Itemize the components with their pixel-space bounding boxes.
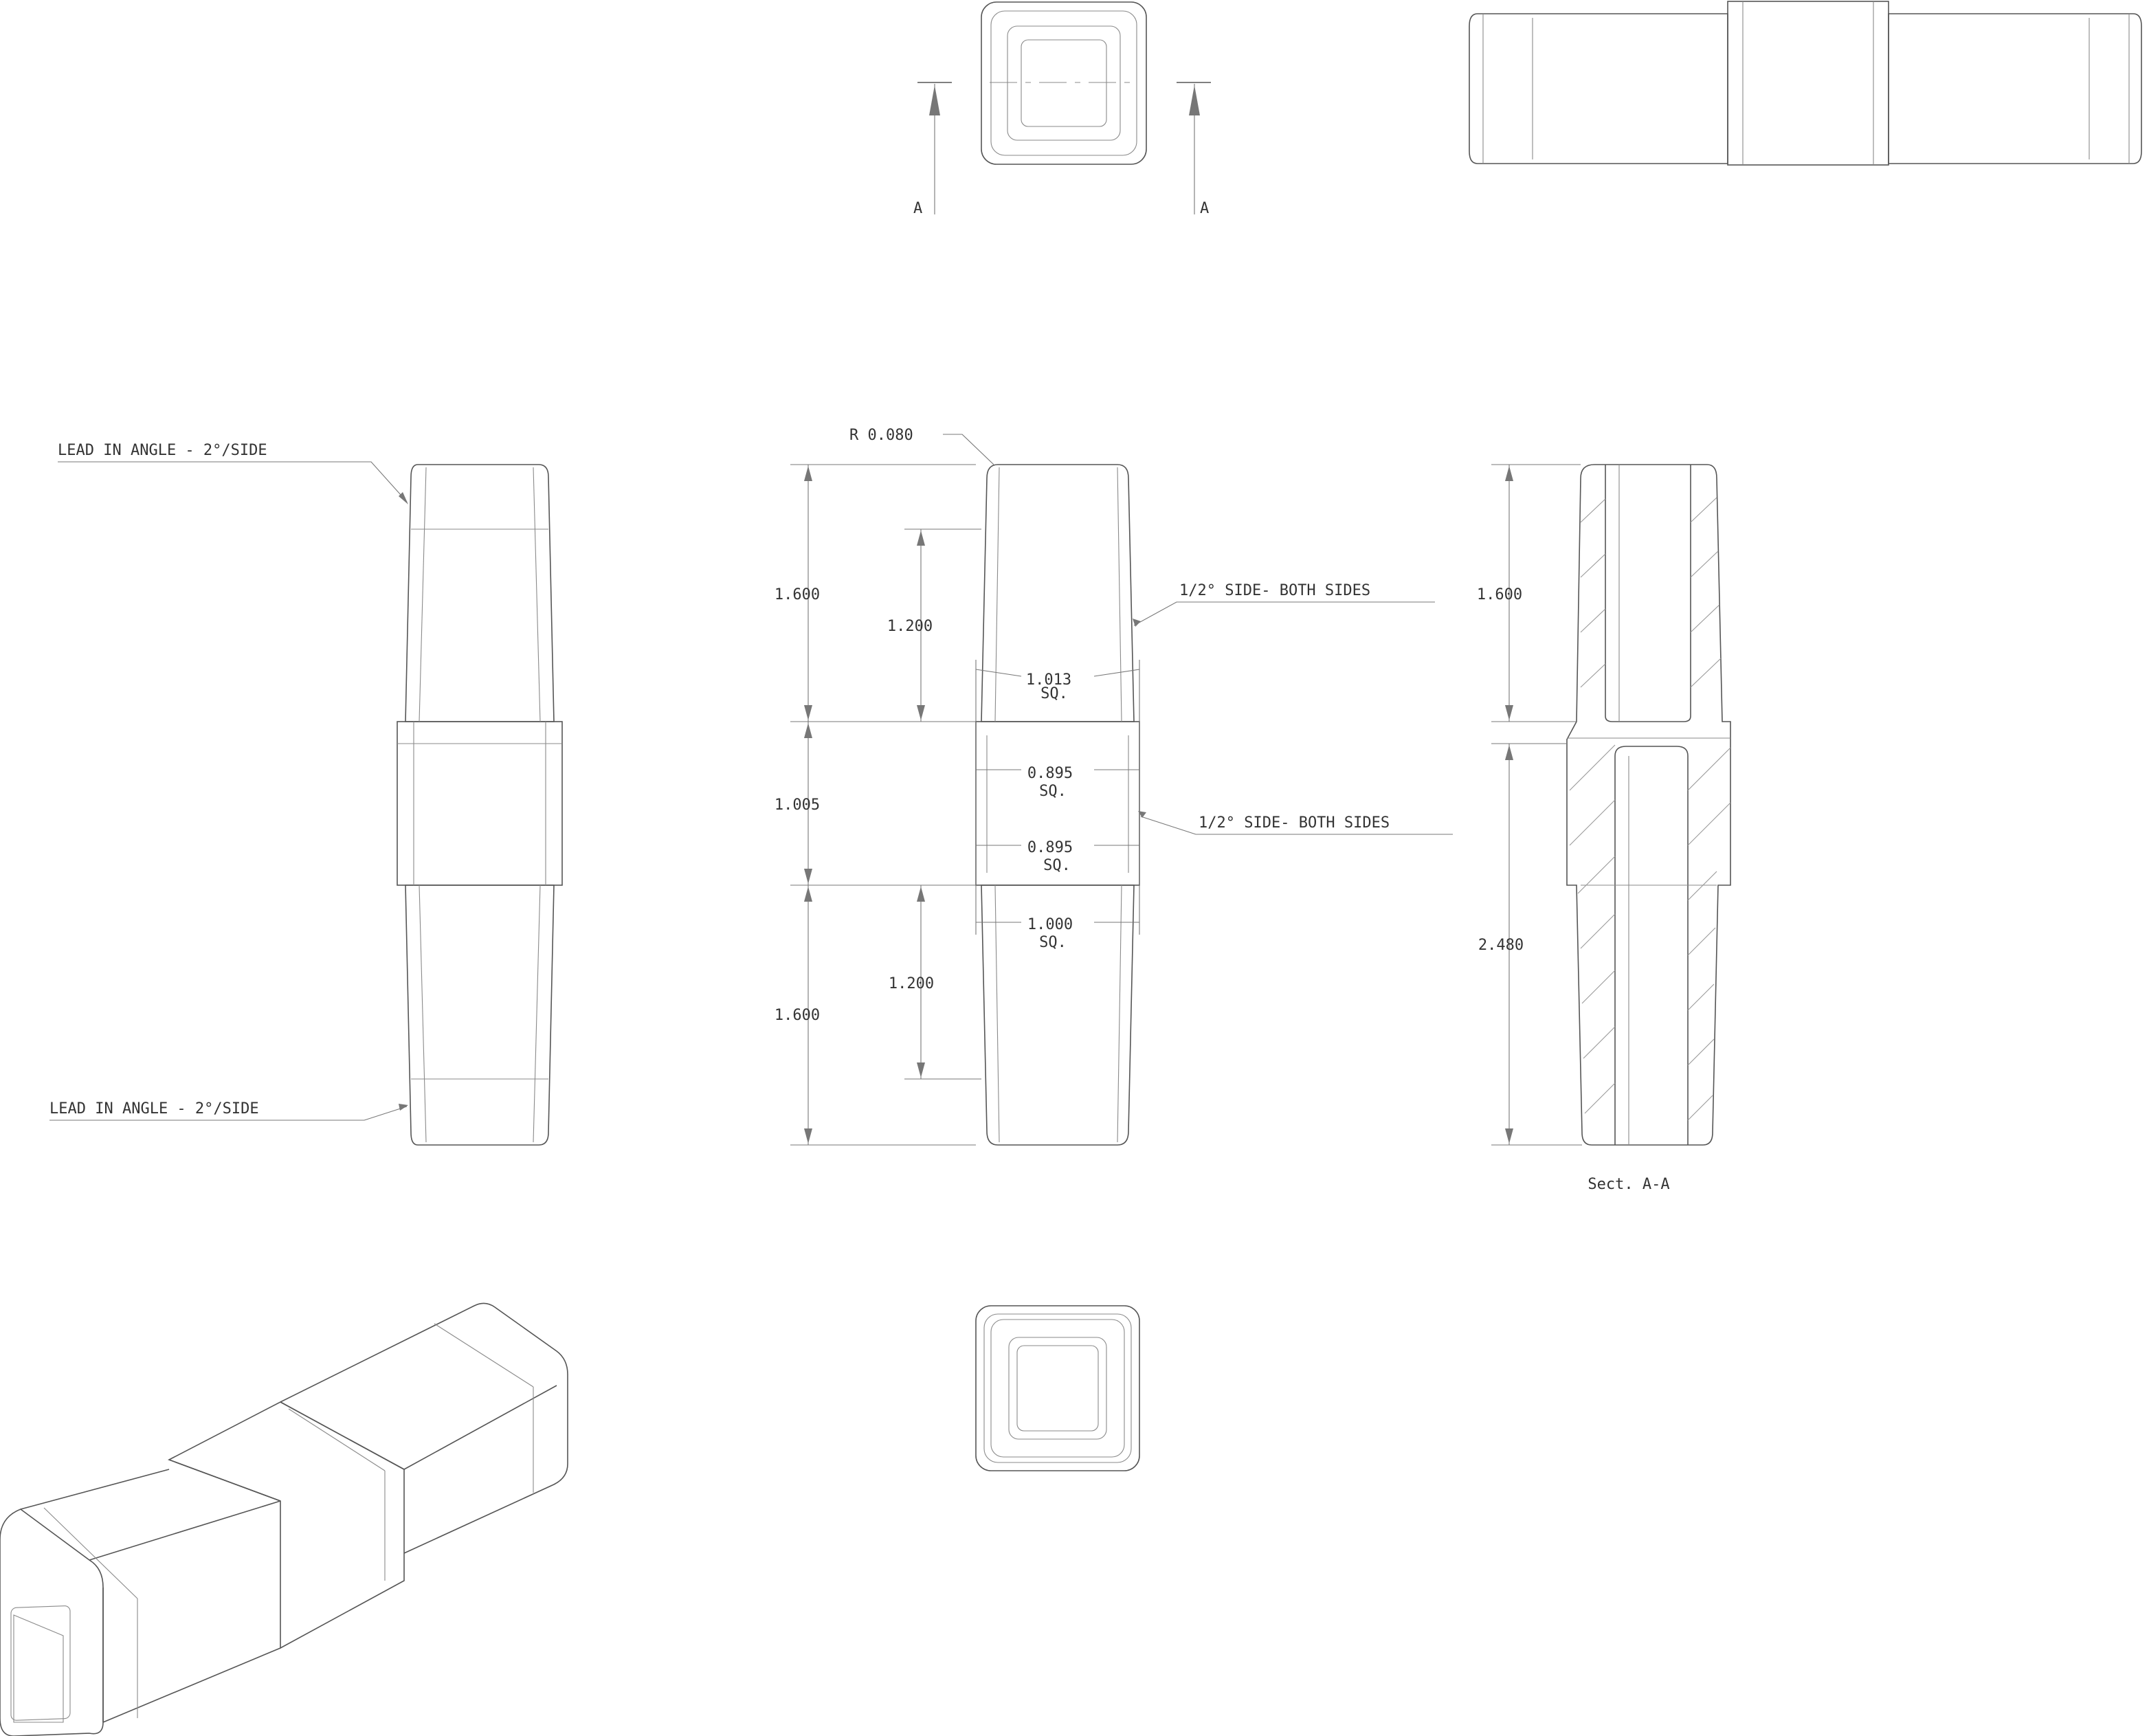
dim-bottom-width: 1.000 [1027, 916, 1073, 933]
section-a-a-view: 1.600 2.480 Sect. A-A [1477, 464, 1731, 1193]
dim-inner-width-b-sq: SQ. [1043, 857, 1071, 874]
top-end-view: A A [913, 1, 1211, 217]
section-dim-bottom: 2.480 [1478, 937, 1524, 954]
dimensioned-elevation-view: R 0.080 1/2° SIDE- BOTH SIDES 1/2° SIDE-… [775, 427, 1453, 1146]
dim-inner-width-a-sq: SQ. [1039, 783, 1067, 800]
lead-in-angle-bottom-label: LEAD IN ANGLE - 2°/SIDE [49, 1100, 259, 1117]
bottom-end-view [975, 1305, 1140, 1471]
taper-lower-label: 1/2° SIDE- BOTH SIDES [1199, 814, 1390, 832]
left-elevation-view: LEAD IN ANGLE - 2°/SIDE LEAD IN ANGLE - … [49, 442, 563, 1146]
section-dim-top: 1.600 [1477, 586, 1522, 603]
taper-upper-label: 1/2° SIDE- BOTH SIDES [1179, 582, 1370, 599]
section-marker-left: A [913, 200, 922, 217]
section-marker-right: A [1200, 200, 1209, 217]
isometric-view [0, 1302, 568, 1736]
dim-collar-length: 1.005 [775, 797, 820, 814]
dim-inner-width-b: 0.895 [1027, 839, 1073, 856]
dim-top-length: 1.600 [775, 586, 820, 603]
dim-top-engage: 1.200 [887, 618, 933, 635]
dim-bottom-width-sq: SQ. [1039, 934, 1067, 951]
dim-top-width-sq: SQ. [1040, 685, 1068, 702]
lead-in-angle-top-label: LEAD IN ANGLE - 2°/SIDE [58, 442, 267, 459]
section-caption: Sect. A-A [1588, 1176, 1669, 1193]
dim-top-width: 1.013 [1026, 671, 1071, 689]
side-view-horizontal [1469, 1, 2142, 166]
radius-label: R 0.080 [849, 427, 913, 444]
dim-bottom-engage: 1.200 [889, 975, 934, 992]
dim-bottom-length: 1.600 [775, 1007, 820, 1024]
dim-inner-width-a: 0.895 [1027, 765, 1073, 782]
